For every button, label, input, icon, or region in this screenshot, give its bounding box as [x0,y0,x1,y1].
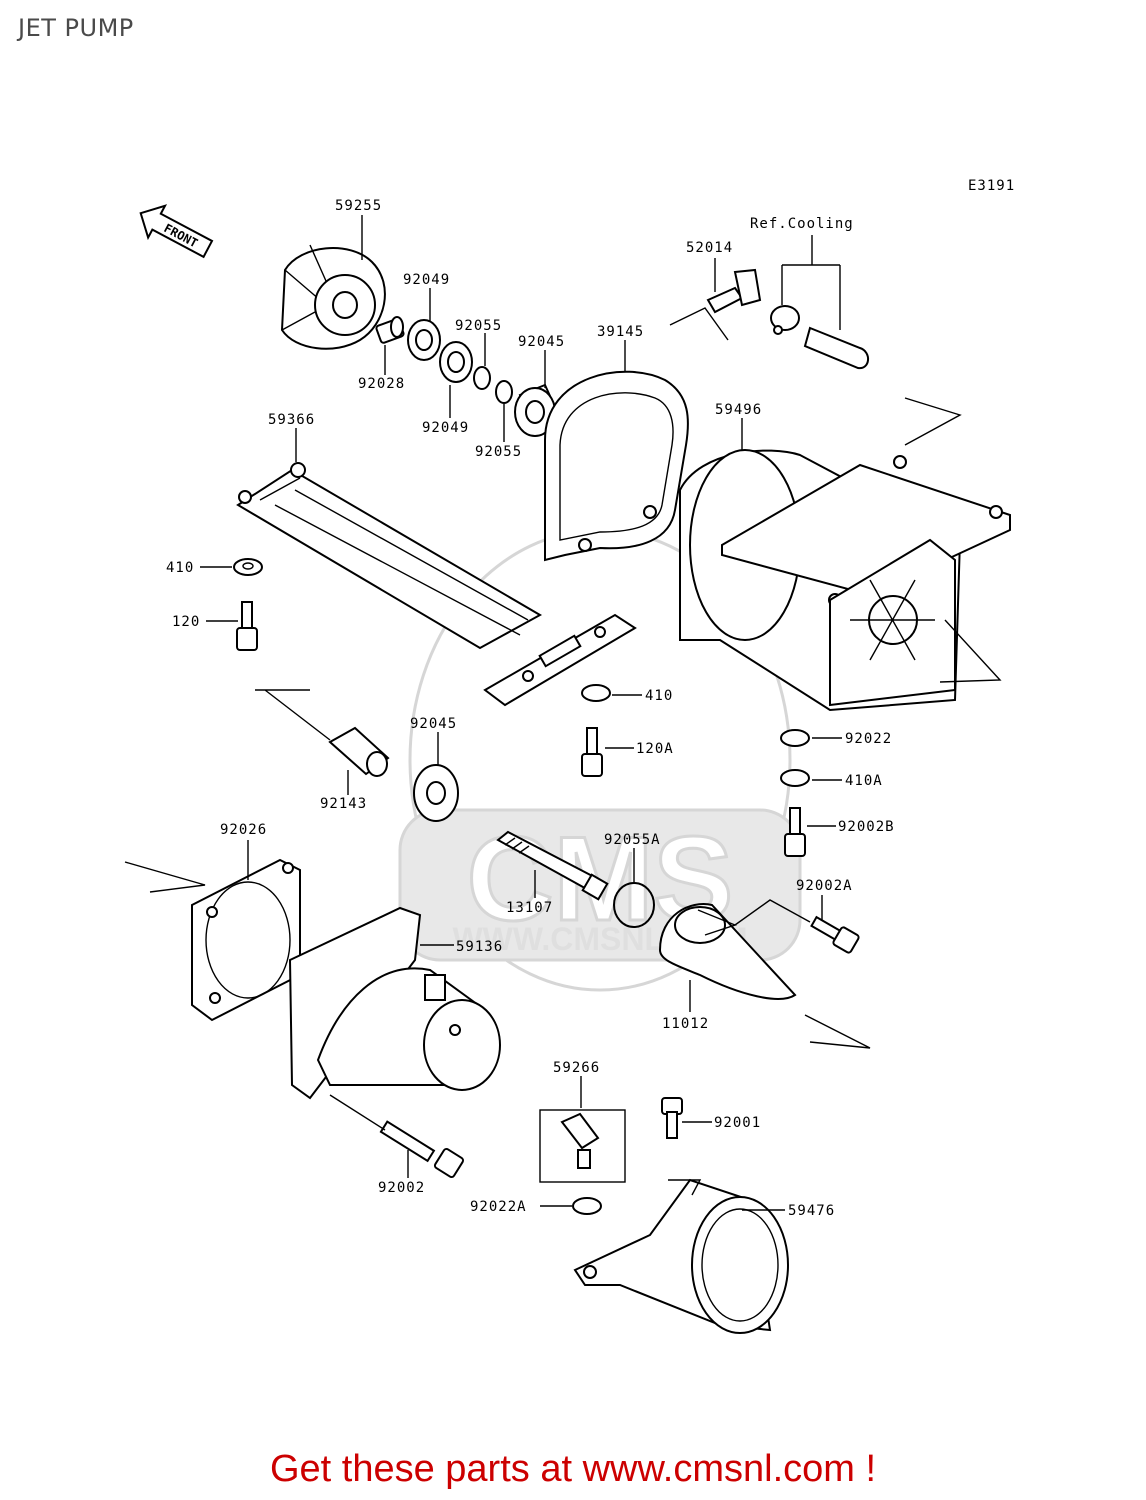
callout-92001: 92001 [714,1115,761,1131]
bolt-92002a [810,915,860,954]
washer-410-hole [242,562,254,570]
pump-case-59136 [288,906,501,1100]
front-direction-arrow-icon: FRONT [139,204,214,259]
callout-92022a: 92022A [470,1199,527,1215]
callout-59255: 59255 [335,198,382,214]
callout-92055a: 92055A [604,832,661,848]
leader-92026 [124,840,249,893]
reference-lines-59496 [904,397,1002,683]
callout-52014: 52014 [686,240,733,256]
impeller-59255 [280,244,386,350]
sleeve-92028 [375,316,405,344]
callout-92002a: 92002A [796,878,853,894]
gasket-92026 [191,858,301,1022]
bolt-120 [236,601,258,651]
plate-59366 [236,462,637,707]
leader-52014 [669,258,729,341]
diagram-code: E3191 [968,178,1015,194]
callout-59476: 59476 [788,1203,835,1219]
nipple-52014 [706,268,762,314]
callout-92049-a: 92049 [403,272,450,288]
nozzle-11012 [658,903,797,1000]
callout-120: 120 [172,614,200,630]
hose-clamp-icon [770,305,800,335]
pump-case-59496 [679,449,1011,712]
o-ring-92055-a [473,366,491,390]
bolt-92002 [379,1120,465,1179]
reference-line-nozzle [734,899,811,926]
bolt-120a [581,727,603,777]
shaft-13107 [496,830,609,901]
bolt-92001 [661,1097,683,1139]
callout-92055-a: 92055 [455,318,502,334]
callout-92002b: 92002B [838,819,895,835]
callout-11012: 11012 [662,1016,709,1032]
bolt-92002b [784,807,806,857]
callout-410: 410 [166,560,194,576]
callout-92028: 92028 [358,376,405,392]
ref-cooling-note: Ref.Cooling [750,216,854,232]
kit-59266 [539,1109,626,1183]
leader-92143 [255,689,349,795]
washer-410 [233,558,263,576]
cooling-hose [803,326,869,370]
washer-92022a [572,1197,602,1215]
callout-410-b: 410 [645,688,673,704]
callout-13107: 13107 [506,900,553,916]
callout-120a: 120A [636,741,674,757]
callout-92143: 92143 [320,796,367,812]
callout-59366: 59366 [268,412,315,428]
leader-92002 [329,1094,409,1178]
callout-92002: 92002 [378,1180,425,1196]
callout-92045-b: 92045 [410,716,457,732]
housing-59476 [573,1178,789,1334]
washer-410-b [581,684,611,702]
oil-seal-92049-a [407,319,441,361]
callout-59496: 59496 [715,402,762,418]
callout-92045-a: 92045 [518,334,565,350]
collar-92143 [328,726,390,777]
callout-59136: 59136 [456,939,503,955]
callout-92022: 92022 [845,731,892,747]
callout-59266: 59266 [553,1060,600,1076]
callout-92049-b: 92049 [422,420,469,436]
bearing-92045-b [413,764,459,822]
oil-seal-92049-b [439,341,473,383]
o-ring-92055a [613,882,655,928]
o-ring-92055-b [495,380,513,404]
footer-parts-link[interactable]: Get these parts at www.cmsnl.com ! [269,1448,877,1490]
callout-92026: 92026 [220,822,267,838]
washer-92022 [780,729,810,747]
callout-39145: 39145 [597,324,644,340]
washer-410a [780,769,810,787]
ref-cooling-bracket [781,235,841,330]
page-title: JET PUMP [18,14,134,42]
callout-410a: 410A [845,773,883,789]
callout-92055-b: 92055 [475,444,522,460]
leader-11012 [689,980,871,1049]
cover-39145 [544,370,689,562]
